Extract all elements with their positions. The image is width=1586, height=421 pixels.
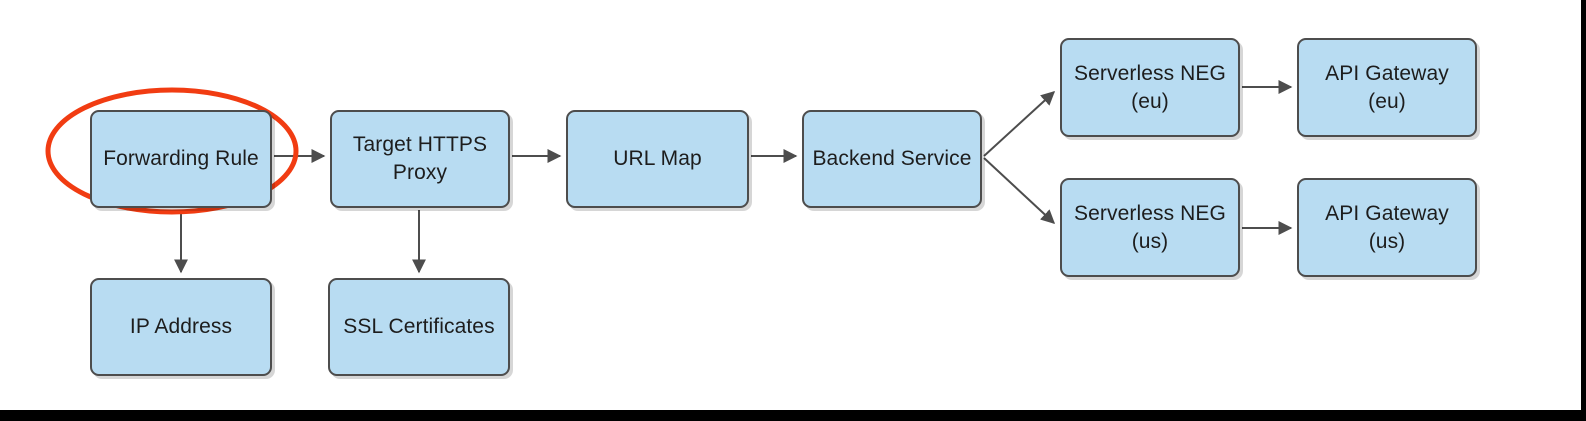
frame-border-right [1581, 0, 1586, 421]
node-label: Backend Service [812, 147, 972, 171]
node-serverless-neg-eu[interactable]: Serverless NEG (eu) [1060, 38, 1240, 137]
node-target-https-proxy[interactable]: Target HTTPS Proxy [330, 110, 510, 208]
edge-backend-service-to-serverless-neg-eu [983, 91, 1056, 157]
edge-backend-service-to-serverless-neg-us [983, 157, 1056, 224]
node-label: Serverless NEG (us) [1074, 201, 1226, 253]
node-label: Serverless NEG (eu) [1074, 61, 1226, 113]
node-label: URL Map [613, 147, 702, 171]
node-forwarding-rule[interactable]: Forwarding Rule [90, 110, 272, 208]
node-label: Target HTTPS Proxy [352, 133, 488, 184]
node-label: Forwarding Rule [103, 147, 259, 171]
highlight-ellipse-annotation [45, 87, 299, 215]
node-api-gateway-eu[interactable]: API Gateway (eu) [1297, 38, 1477, 137]
node-url-map[interactable]: URL Map [566, 110, 749, 208]
node-label: SSL Certificates [343, 315, 495, 339]
node-serverless-neg-us[interactable]: Serverless NEG (us) [1060, 178, 1240, 277]
node-ssl-certificates[interactable]: SSL Certificates [328, 278, 510, 376]
node-label: API Gateway (eu) [1325, 61, 1449, 113]
node-api-gateway-us[interactable]: API Gateway (us) [1297, 178, 1477, 277]
node-label: API Gateway (us) [1325, 201, 1449, 253]
node-ip-address[interactable]: IP Address [90, 278, 272, 376]
frame-border-bottom [0, 410, 1586, 421]
node-label: IP Address [129, 315, 233, 339]
node-backend-service[interactable]: Backend Service [802, 110, 982, 208]
